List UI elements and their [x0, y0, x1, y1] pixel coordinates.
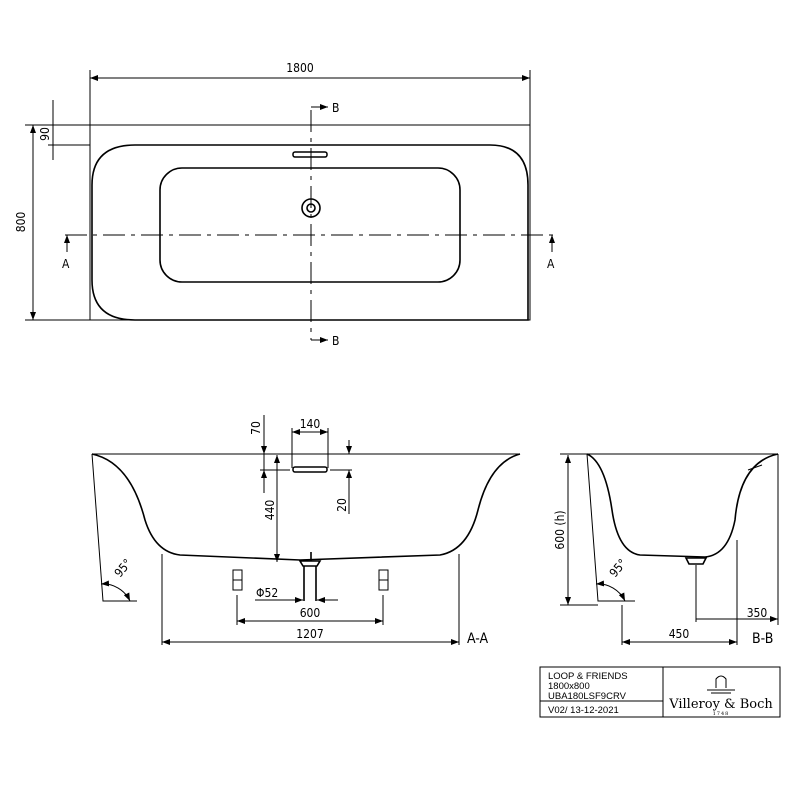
dim-450: 450 [669, 627, 690, 641]
brand-logo: Villeroy & Boch [668, 697, 773, 712]
dim-600-height: 600 (h) [553, 510, 567, 549]
brand-year: 1748 [713, 711, 730, 717]
section-aa [91, 415, 521, 645]
section-a-left: A [62, 257, 70, 271]
dim-600: 600 [300, 606, 321, 620]
leg-icon [232, 569, 243, 591]
angle-95-bb: 95° [607, 556, 630, 580]
section-bb-label: B-B [752, 631, 773, 647]
section-a-right: A [547, 257, 555, 271]
top-view [25, 70, 555, 343]
dim-440: 440 [263, 500, 277, 521]
dim-350: 350 [747, 606, 768, 620]
dim-1800: 1800 [286, 61, 314, 75]
tub-outline [91, 144, 529, 321]
dim-20: 20 [335, 498, 349, 512]
tub-profile [91, 453, 521, 561]
product-name: LOOP & FRIENDS [548, 671, 628, 682]
dim-90: 90 [38, 127, 52, 141]
dim-140: 140 [300, 417, 321, 431]
tub-profile [586, 453, 779, 558]
dim-1207: 1207 [296, 627, 323, 641]
leg-icon [378, 569, 389, 591]
tub-basin [159, 167, 461, 283]
section-b-top: B [332, 101, 339, 115]
section-b-bottom: B [332, 334, 339, 348]
title-block [539, 666, 781, 718]
overflow-icon [292, 466, 328, 473]
product-size: 1800x800 [548, 681, 590, 692]
dim-drain-diameter: Φ52 [256, 586, 278, 600]
angle-95-aa: 95° [112, 556, 135, 580]
dim-70: 70 [249, 421, 263, 435]
section-aa-label: A-A [467, 631, 489, 647]
product-code: UBA180LSF9CRV [548, 691, 627, 702]
version-date: V02/ 13-12-2021 [548, 705, 619, 716]
section-bb [560, 453, 779, 645]
faucet-logo-icon [707, 675, 735, 694]
overflow-icon [292, 151, 328, 158]
drain-icon [684, 557, 708, 565]
dim-800: 800 [14, 212, 28, 233]
drain-pipe-icon [298, 552, 322, 601]
